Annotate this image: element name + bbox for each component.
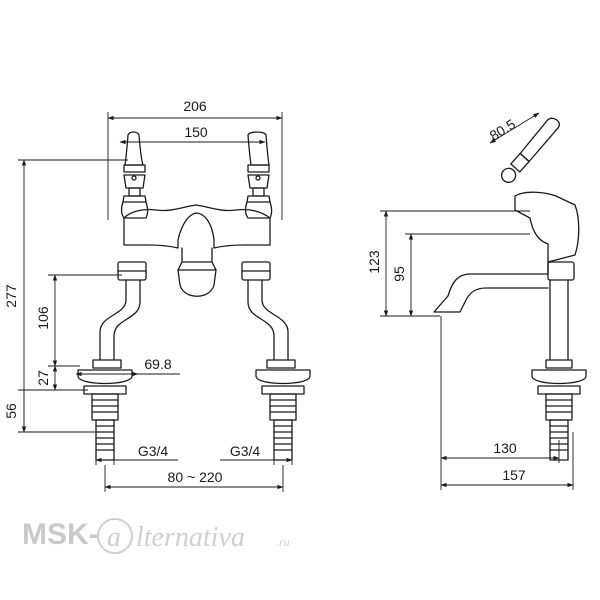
dim-shank-length: 56: [3, 403, 19, 419]
dim-thread-left: G3/4: [138, 443, 169, 459]
left-flange: [77, 359, 133, 461]
right-flange: [255, 359, 311, 461]
left-leg: [99, 279, 141, 361]
dim-overall-depth: 157: [502, 467, 526, 483]
right-leg: [247, 279, 289, 361]
side-lever-handle: [500, 117, 560, 183]
dim-width-overall: 206: [183, 98, 207, 114]
side-dimensions: [380, 112, 574, 490]
watermark-suffix: lternativa: [136, 522, 245, 553]
bridge-body: [123, 204, 271, 249]
dim-spout-height: 95: [391, 266, 407, 282]
dim-spout-reach: 130: [493, 440, 517, 456]
side-view-drawing: [433, 117, 587, 461]
dim-flange-diameter: 69.8: [144, 356, 171, 372]
watermark-domain: .ru: [276, 535, 290, 549]
dim-centres-range: 80 ~ 220: [168, 469, 223, 485]
dim-height-to-lever: 123: [366, 250, 382, 274]
watermark-prefix: MSK-: [22, 518, 99, 551]
left-handle: [120, 131, 149, 219]
front-view-drawing: [77, 131, 311, 461]
dim-handle-spacing: 150: [184, 124, 208, 140]
right-handle: [244, 131, 273, 219]
dim-lever-length: 80.5: [487, 116, 519, 144]
front-dimensions: [18, 112, 293, 492]
watermark-a: a: [107, 522, 121, 553]
dim-height-overall: 277: [3, 284, 19, 308]
side-stem: [549, 279, 569, 361]
dim-height-to-nut: 106: [35, 306, 51, 330]
side-spout: [433, 261, 549, 313]
centre-spout: [177, 247, 217, 297]
side-body: [514, 191, 580, 263]
watermark-ring: [97, 518, 133, 554]
dim-flange-height: 27: [35, 370, 51, 386]
dim-thread-right: G3/4: [230, 443, 261, 459]
watermark-logo: MSK- a lternativa .ru: [22, 518, 290, 554]
